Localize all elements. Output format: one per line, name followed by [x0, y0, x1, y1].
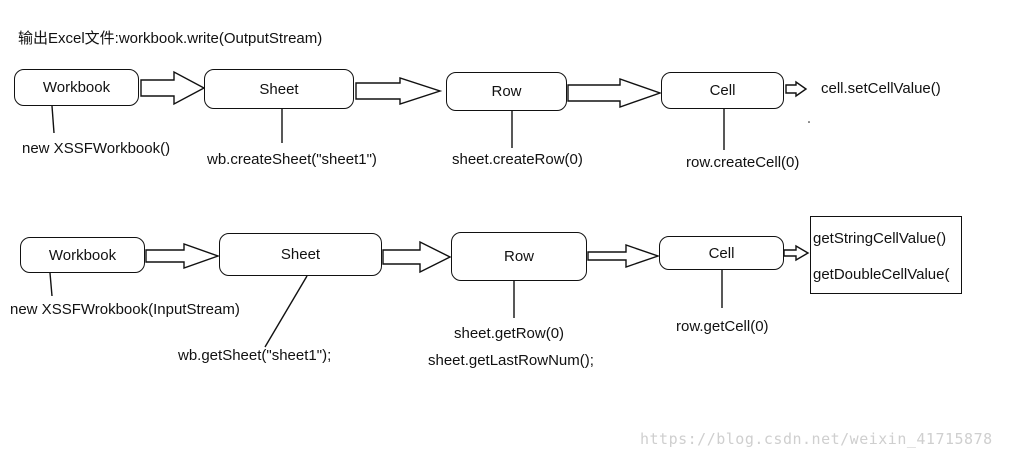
arrow-row-cell-bottom: [587, 244, 661, 268]
arrow-cell-box-bottom: [783, 244, 810, 262]
getter-cell-label: row.getCell(0): [676, 318, 769, 335]
node-label: Cell: [709, 82, 736, 99]
arrow-row-cell-top: [567, 78, 663, 108]
arrow-sheet-row-bottom: [382, 240, 452, 274]
cell-set-value-label: cell.setCellValue(): [821, 80, 941, 97]
arrow-workbook-sheet-top: [140, 70, 206, 106]
node-label: Workbook: [48, 246, 117, 264]
connector-workbook-bottom: [49, 272, 53, 297]
creator-sheet-label: wb.createSheet("sheet1"): [207, 151, 377, 168]
get-double-cell-value-label: getDoubleCellValue(: [813, 266, 950, 283]
node-cell-write: Cell: [661, 72, 784, 109]
node-row-write: Row: [446, 72, 567, 111]
creator-cell-label: row.createCell(0): [686, 154, 800, 171]
cell-get-methods-box: getStringCellValue() getDoubleCellValue(: [810, 216, 962, 294]
diagram-title: 输出Excel文件:workbook.write(OutputStream): [18, 30, 323, 47]
watermark-text: https://blog.csdn.net/weixin_41715878: [640, 430, 993, 448]
getter-last-row-num-label: sheet.getLastRowNum();: [428, 352, 594, 369]
arrow-cell-setvalue-top: [785, 80, 808, 98]
node-label: Workbook: [42, 79, 111, 96]
node-workbook-write: Workbook: [14, 69, 139, 106]
node-workbook-read: Workbook: [20, 237, 145, 273]
node-sheet-read: Sheet: [219, 233, 382, 276]
creator-workbook-label: new XSSFWorkbook(): [22, 140, 171, 157]
stray-dot: [808, 121, 810, 123]
get-string-cell-value-label: getStringCellValue(): [813, 230, 947, 247]
arrow-sheet-row-top: [355, 77, 443, 105]
node-label: Sheet: [280, 246, 321, 263]
getter-workbook-label: new XSSFWrokbook(InputStream): [10, 301, 240, 318]
connector-workbook-top: [51, 105, 55, 134]
node-label: Sheet: [259, 80, 299, 98]
node-label: Cell: [708, 244, 735, 262]
creator-row-label: sheet.createRow(0): [452, 151, 583, 168]
node-row-read: Row: [451, 232, 587, 281]
node-cell-read: Cell: [659, 236, 784, 270]
arrow-workbook-sheet-bottom: [145, 243, 221, 269]
getter-row-label: sheet.getRow(0): [454, 325, 565, 342]
getter-sheet-label: wb.getSheet("sheet1");: [178, 347, 332, 364]
node-sheet-write: Sheet: [204, 69, 354, 109]
node-label: Row: [503, 248, 534, 265]
node-label: Row: [491, 83, 522, 100]
connector-sheet-bottom: [264, 275, 308, 348]
